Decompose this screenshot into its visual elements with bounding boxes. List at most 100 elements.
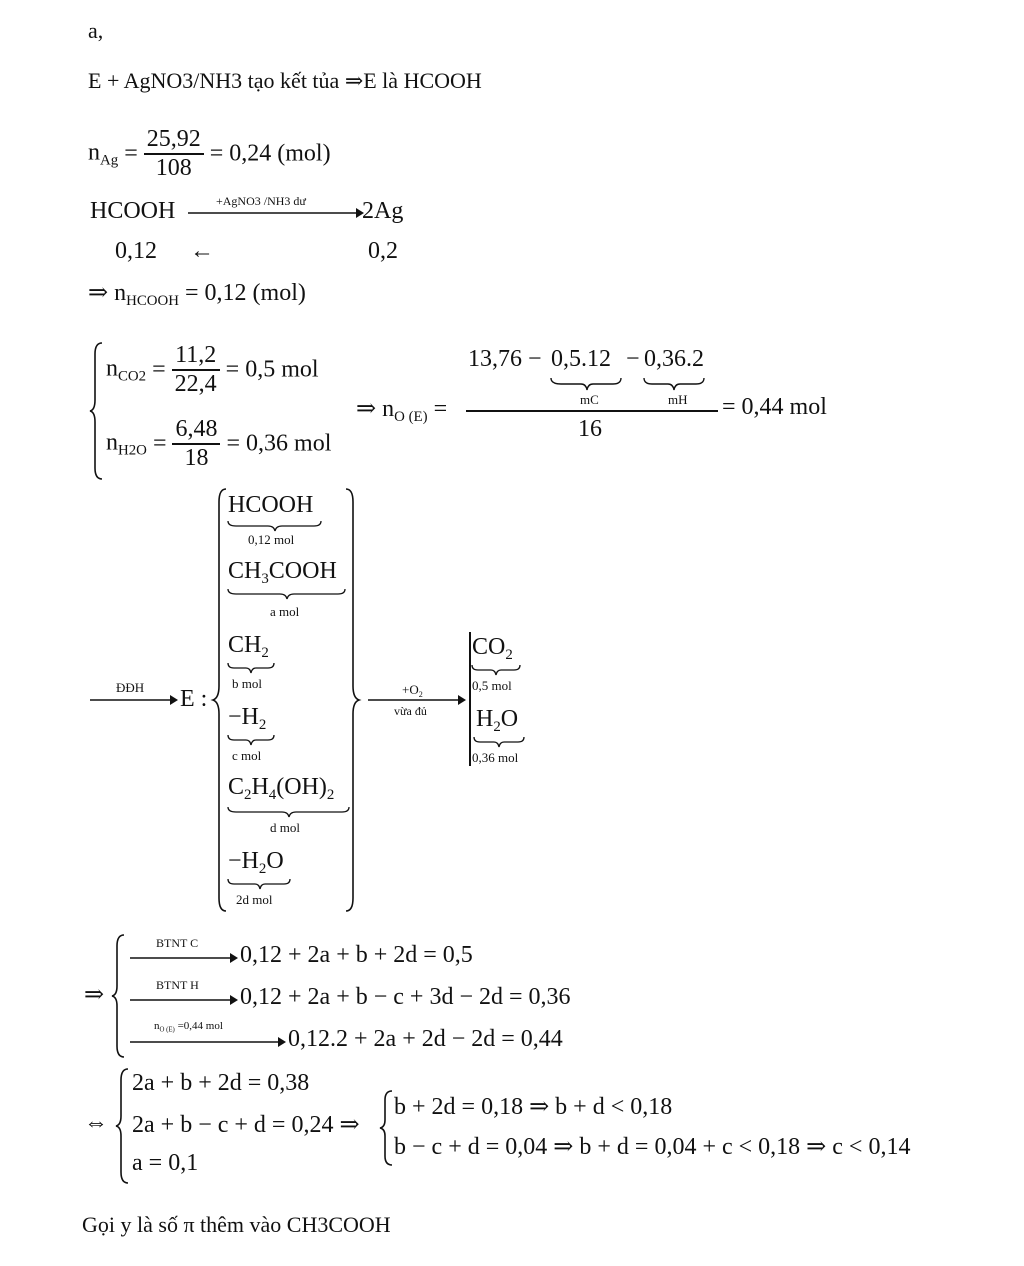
system-arrow	[130, 953, 238, 963]
right-brace-icon	[345, 488, 362, 912]
product-formula: H2O	[476, 706, 519, 736]
item-amount: 0,12 mol	[248, 532, 295, 547]
no-num-d: 0,36.2	[644, 346, 704, 372]
reaction-left-val: 0,12	[115, 238, 157, 264]
reaction-right-val: 0,2	[368, 238, 398, 264]
system2-right-eq: b + 2d = 0,18 ⇒ b + d < 0,18	[394, 1094, 673, 1120]
product-amount: 0,36 mol	[472, 750, 519, 765]
nh2o-lhs: n	[106, 429, 118, 456]
system2-left-eq: 2a + b − c + d = 0,24 ⇒	[132, 1112, 360, 1138]
implies-icon: ⇒	[88, 280, 109, 306]
btnt-h-label: BTNT H	[156, 978, 199, 992]
nag-lhs: n	[88, 139, 100, 166]
underbrace-icon	[227, 806, 350, 818]
ddh-arrow	[90, 695, 178, 705]
o2-arrow	[368, 695, 466, 705]
underbrace-icon	[227, 734, 275, 746]
no-lhs-sub: O (E)	[394, 409, 428, 426]
nh2o-rhs: = 0,36 mol	[226, 430, 332, 457]
nco2-equation: nCO2 = 11,2 22,4 = 0,5 mol	[106, 342, 319, 398]
e-label: E :	[180, 686, 208, 712]
reaction-back-arrow: ←	[190, 238, 214, 264]
nag-fraction: 25,92 108	[143, 126, 204, 182]
nco2-fraction: 11,2 22,4	[171, 342, 220, 398]
item-amount: 2d mol	[236, 892, 273, 907]
nag-lhs-sub: Ag	[100, 152, 119, 169]
nag-num: 25,92	[143, 126, 204, 155]
nhcooh-lhs-sub: HCOOH	[126, 293, 179, 310]
products-bar	[469, 632, 471, 766]
no-num-c: −	[626, 346, 640, 372]
underbrace-icon	[227, 662, 275, 674]
btnt-c-label: BTNT C	[156, 936, 199, 950]
left-brace-icon	[379, 1090, 393, 1166]
reaction-right: 2Ag	[362, 198, 404, 224]
left-brace-icon	[210, 488, 227, 912]
system2-right-eq: b − c + d = 0,04 ⇒ b + d = 0,04 + c < 0,…	[394, 1134, 911, 1160]
underbrace-icon	[550, 377, 705, 391]
nh2o-equation: nH2O = 6,48 18 = 0,36 mol	[106, 416, 332, 472]
left-brace-icon	[115, 1068, 129, 1184]
nag-den: 108	[155, 155, 192, 181]
item-amount: a mol	[270, 604, 300, 619]
nco2-rhs: = 0,5 mol	[225, 356, 319, 383]
no-fraction-bar	[466, 410, 718, 412]
no-mc-label: mC	[580, 392, 599, 407]
nag-equation: nAg = 25,92 108 = 0,24 (mol)	[88, 126, 331, 182]
implies-icon: ⇒	[84, 982, 105, 1008]
underbrace-icon	[473, 736, 525, 748]
part-label: a,	[88, 18, 104, 43]
item-amount: c mol	[232, 748, 262, 763]
underbrace-icon	[471, 664, 521, 676]
item-amount: d mol	[270, 820, 300, 835]
ddh-arrow-label: ĐĐH	[116, 680, 145, 695]
no-mh-label: mH	[668, 392, 688, 407]
nhcooh-line: ⇒ nHCOOH = 0,12 (mol)	[88, 278, 306, 310]
underbrace-icon	[227, 878, 291, 890]
nhcooh-lhs: n	[114, 280, 127, 306]
item-formula: −H2O	[228, 848, 284, 878]
no-num-b: 0,5.12	[551, 346, 611, 372]
system2-left-eq: 2a + b + 2d = 0,38	[132, 1070, 310, 1096]
item-formula: CH3COOH	[228, 558, 337, 588]
system1-eq: 0,12 + 2a + b + 2d = 0,5	[240, 942, 473, 968]
nh2o-fraction: 6,48 18	[172, 416, 221, 472]
o2-sublabel: vừa đủ	[394, 704, 427, 718]
item-formula: HCOOH	[228, 492, 314, 518]
system2-left-eq: a = 0,1	[132, 1150, 199, 1176]
system-arrow	[130, 1037, 286, 1047]
nco2-num: 11,2	[171, 342, 220, 371]
no-rhs: = 0,44 mol	[722, 394, 827, 420]
nhcooh-rhs: = 0,12 (mol)	[185, 280, 306, 306]
nag-rhs: = 0,24 (mol)	[209, 140, 331, 167]
underbrace-icon	[227, 588, 346, 600]
item-formula: −H2	[228, 704, 267, 734]
nco2-den: 22,4	[174, 371, 217, 397]
implies-icon: ⇒	[356, 396, 377, 422]
product-formula: CO2	[472, 634, 513, 664]
system-arrow	[130, 995, 238, 1005]
no-lhs-group: ⇒ nO (E) =	[356, 396, 448, 426]
no-lhs: n	[382, 396, 395, 422]
no-num-a: 13,76 −	[468, 346, 542, 372]
final-line: Gọi y là số π thêm vào CH3COOH	[82, 1212, 391, 1237]
reaction-left: HCOOH	[90, 198, 176, 224]
reaction-arrow	[188, 208, 364, 218]
no-condition-label: nO (E) =0,44 mol	[154, 1020, 223, 1034]
underbrace-icon	[227, 520, 322, 532]
product-amount: 0,5 mol	[472, 678, 512, 693]
item-formula: C2H4(OH)2	[228, 774, 335, 804]
equivalent-icon: ⇔	[84, 1110, 108, 1136]
system1-eq: 0,12.2 + 2a + 2d − 2d = 0,44	[288, 1026, 563, 1052]
reaction-arrow-label: +AgNO3 /NH3 dư	[216, 194, 306, 208]
item-formula: CH2	[228, 632, 269, 662]
item-amount: b mol	[232, 676, 262, 691]
nco2-lhs-sub: CO2	[118, 368, 147, 385]
nh2o-lhs-sub: H2O	[118, 442, 147, 459]
left-brace-icon	[111, 934, 125, 1058]
nh2o-den: 18	[184, 445, 209, 471]
no-den: 16	[578, 416, 602, 442]
o2-label: +O2	[402, 682, 423, 699]
system1-eq: 0,12 + 2a + b − c + 3d − 2d = 0,36	[240, 984, 571, 1010]
nco2-lhs: n	[106, 355, 118, 382]
